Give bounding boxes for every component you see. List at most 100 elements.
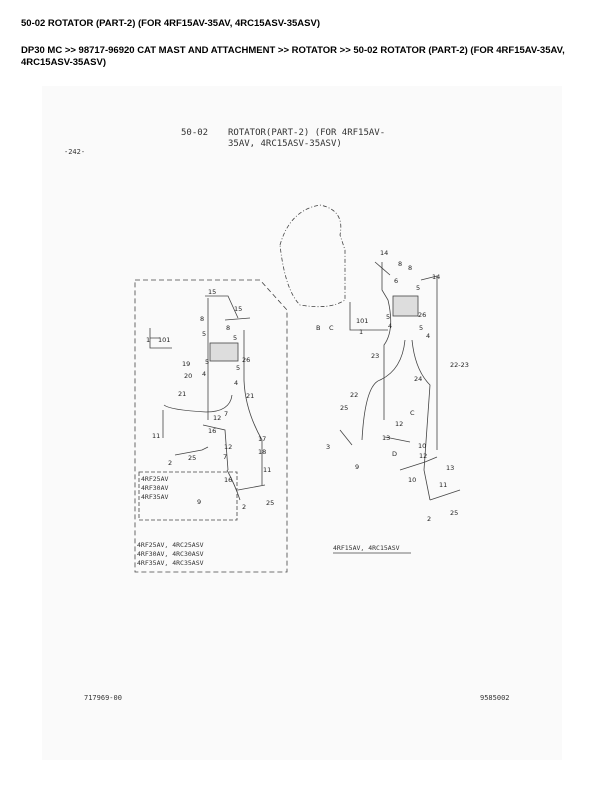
part-callout: 7 — [223, 453, 228, 461]
group-model: 4RF35AV, 4RC35ASV — [137, 559, 204, 567]
group-boundary-left — [134, 279, 288, 573]
part-callout: 4 — [234, 379, 239, 387]
part-callout: 1 — [359, 328, 364, 336]
hose — [381, 262, 392, 420]
part-callout: 25 — [450, 509, 459, 517]
part-callout: 14 — [380, 249, 389, 257]
part-callout: 6 — [394, 277, 399, 285]
part-callout: 8 — [408, 264, 413, 272]
part-callout: C — [329, 324, 334, 332]
part-callout: 16 — [224, 476, 233, 484]
part-callout: 21 — [246, 392, 255, 400]
part-callout: 2 — [242, 503, 247, 511]
hose — [226, 469, 241, 501]
part-callout: 101 — [158, 336, 171, 344]
breadcrumb: DP30 MC >> 98717-96920 CAT MAST AND ATTA… — [21, 45, 565, 68]
part-callout: 1 — [146, 336, 151, 344]
part-callout: 13 — [446, 464, 455, 472]
catalog-number: 9585002 — [480, 694, 510, 702]
part-callout: 12 — [395, 420, 404, 428]
part-callout: 5 — [202, 330, 207, 338]
part-callout: 25 — [266, 499, 275, 507]
part-callout: 15 — [234, 305, 243, 313]
group-model: 4RF30AV, 4RC30ASV — [137, 550, 204, 558]
part-callout: 2 — [168, 459, 173, 467]
part-callout: 25 — [188, 454, 197, 462]
part-callout: 12 — [224, 443, 233, 451]
part-callout: 3 — [326, 443, 331, 451]
hose — [224, 317, 251, 321]
pipe — [174, 446, 209, 456]
part-callout: 10 — [418, 442, 427, 450]
part-callout: 21 — [178, 390, 187, 398]
part-callout: 4 — [426, 332, 431, 340]
part-callout: 5 — [233, 334, 238, 342]
parts-outline — [349, 302, 388, 331]
page-number: -242- — [64, 148, 86, 156]
part-callout: 10 — [408, 476, 417, 484]
part-callout: 5 — [205, 358, 210, 366]
parts-diagram — [42, 86, 562, 760]
right-group-model: 4RF15AV, 4RC15ASV — [333, 544, 400, 552]
manifold-block — [392, 295, 419, 317]
pipe — [399, 456, 438, 471]
part-callout: 15 — [208, 288, 217, 296]
pipe — [237, 484, 266, 491]
part-callout: 25 — [340, 404, 349, 412]
page-title: 50-02 ROTATOR (PART-2) (FOR 4RF15AV-35AV… — [21, 18, 320, 29]
diagram-title-line: ROTATOR(PART-2) (FOR 4RF15AV- — [228, 128, 386, 138]
part-callout: 22-23 — [450, 361, 469, 369]
part-callout: C — [410, 409, 415, 417]
part-callout: 5 — [419, 324, 424, 332]
pipe — [429, 489, 461, 501]
part-callout: 22 — [350, 391, 359, 399]
diagram-title: ROTATOR(PART-2) (FOR 4RF15AV- 35AV, 4RC1… — [228, 128, 385, 150]
hose — [243, 330, 263, 485]
part-callout: 9 — [355, 463, 360, 471]
pipe — [339, 429, 353, 446]
hose — [205, 295, 239, 319]
pipe — [384, 436, 411, 443]
part-callout: 2 — [427, 515, 432, 523]
hose — [374, 261, 391, 276]
part-callout: 12 — [419, 452, 428, 460]
inset-model-list: 4RF25AV 4RF30AV 4RF35AV — [141, 475, 168, 502]
part-callout: D — [392, 450, 398, 458]
part-callout: 7 — [224, 410, 229, 418]
part-callout: 14 — [432, 273, 441, 281]
part-callout: 5 — [236, 364, 241, 372]
part-callout: 20 — [184, 372, 193, 380]
drawing-number: 717969-00 — [84, 694, 122, 702]
part-callout: 12 — [213, 414, 222, 422]
left-group-model-list: 4RF25AV, 4RC25ASV 4RF30AV, 4RC30ASV 4RF3… — [137, 541, 204, 568]
hose — [163, 394, 233, 413]
part-callout: 17 — [258, 435, 267, 443]
part-callout: 11 — [439, 481, 448, 489]
section-code: 50-02 — [181, 128, 209, 138]
hose — [420, 275, 438, 450]
part-callout: 13 — [382, 434, 391, 442]
manifold-block — [209, 342, 239, 362]
inset-model: 4RF35AV — [141, 493, 169, 501]
parts-outline — [149, 328, 172, 349]
inset-model: 4RF30AV — [141, 484, 169, 492]
part-callout: 26 — [242, 356, 251, 364]
part-callout: 11 — [152, 432, 161, 440]
part-callout: 8 — [226, 324, 231, 332]
part-callout: 26 — [418, 311, 427, 319]
part-callout: 4 — [388, 322, 393, 330]
hose — [411, 339, 431, 501]
part-callout: 16 — [208, 427, 217, 435]
part-callout: 8 — [398, 260, 403, 268]
group-model: 4RF25AV, 4RC25ASV — [137, 541, 204, 549]
diagram-title-line: 35AV, 4RC15ASV-35ASV) — [228, 139, 342, 149]
part-callout: 18 — [258, 448, 267, 456]
part-callout: 11 — [263, 466, 272, 474]
mast-outline — [279, 204, 346, 308]
part-callout: 19 — [182, 360, 191, 368]
inset-boundary — [138, 471, 238, 521]
hose — [202, 424, 229, 471]
inset-model: 4RF25AV — [141, 475, 169, 483]
part-callout: 5 — [416, 284, 421, 292]
